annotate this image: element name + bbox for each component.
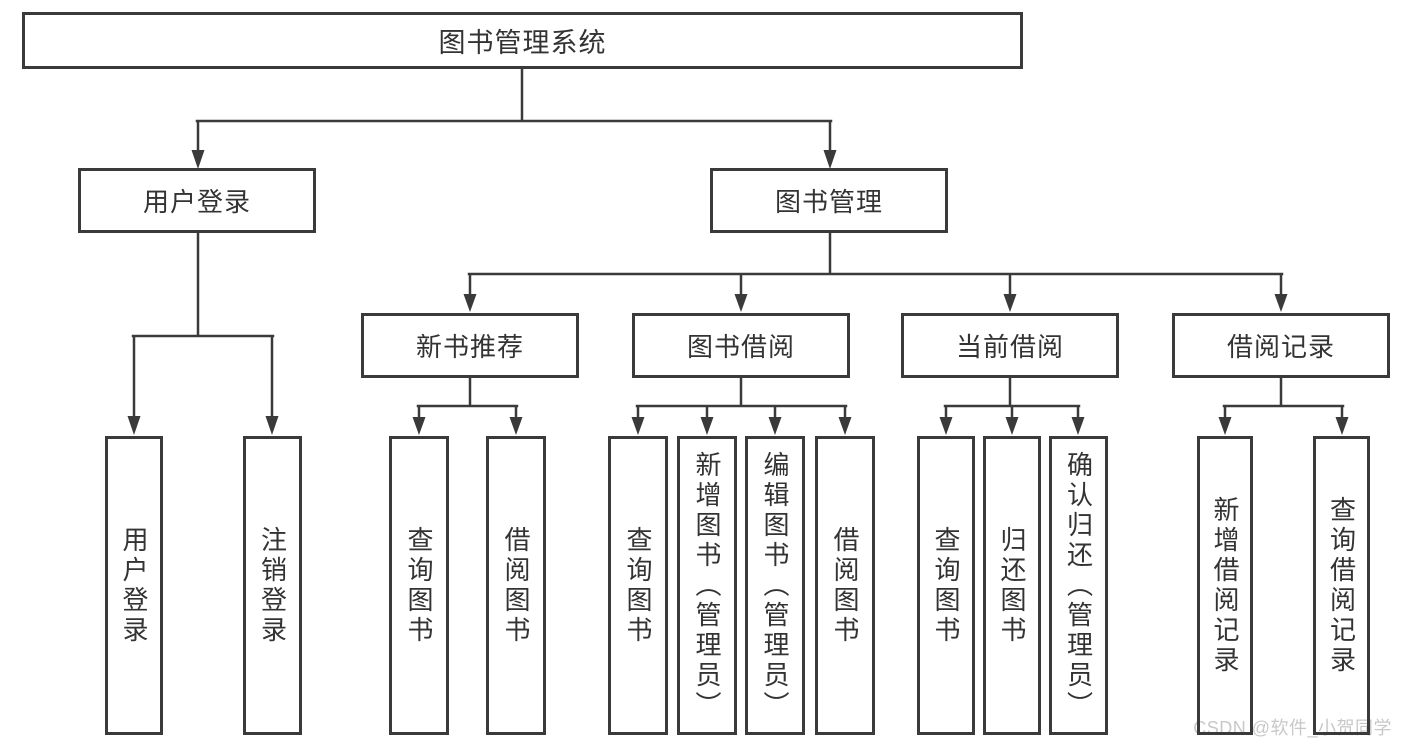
node-label: 借阅记录 (1226, 332, 1335, 362)
node-label: 归还图书 (997, 525, 1027, 646)
leaf-user-login: 用户登录 (105, 436, 163, 735)
connector-user-login-children (127, 231, 279, 435)
connector-book-borrowing-children (631, 376, 852, 435)
watermark: CSDN @软件_小贺同学 (1193, 718, 1392, 738)
leaf-confirm-return-admin: 确认归还（管理员） (1049, 436, 1108, 735)
node-label: 确认归还（管理员） (1063, 450, 1094, 721)
node-library-management-system: 图书管理系统 (22, 12, 1023, 69)
node-label: 新书推荐 (415, 332, 524, 362)
leaf-query-borrow-record: 查询借阅记录 (1313, 436, 1370, 735)
connector-root-to-level2 (191, 66, 837, 169)
leaf-query-books-current: 查询图书 (917, 436, 975, 735)
node-borrowing-records: 借阅记录 (1172, 313, 1390, 378)
node-label: 查询借阅记录 (1326, 495, 1357, 676)
leaf-return-books: 归还图书 (983, 436, 1041, 735)
connector-book-management-children (463, 231, 1288, 312)
node-label: 新增借阅记录 (1210, 495, 1240, 676)
node-label: 图书管理系统 (438, 28, 607, 58)
connector-borrowing-records-children (1218, 376, 1349, 435)
leaf-query-books-recommend: 查询图书 (389, 436, 449, 735)
connector-new-book-recommend-children (412, 376, 523, 435)
connector-current-borrowing-children (939, 376, 1085, 435)
leaf-add-books-admin: 新增图书（管理员） (677, 436, 737, 735)
node-label: 图书借阅 (686, 332, 795, 362)
node-label: 查询图书 (931, 525, 961, 646)
node-label: 新增图书（管理员） (692, 450, 722, 721)
leaf-borrow-books-recommend: 借阅图书 (486, 436, 546, 735)
node-label: 图书管理 (774, 187, 883, 217)
node-label: 查询图书 (623, 525, 653, 646)
leaf-logout: 注销登录 (243, 436, 302, 735)
leaf-borrow-books-borrowing: 借阅图书 (815, 436, 875, 735)
node-label: 用户登录 (142, 187, 251, 217)
node-label: 借阅图书 (501, 525, 531, 646)
node-label: 用户登录 (119, 525, 149, 646)
node-label: 查询图书 (404, 525, 434, 646)
node-label: 编辑图书（管理员） (760, 450, 790, 721)
leaf-add-borrow-record: 新增借阅记录 (1197, 436, 1253, 735)
node-user-login: 用户登录 (78, 168, 316, 233)
node-label: 当前借阅 (955, 332, 1064, 362)
node-book-borrowing: 图书借阅 (632, 313, 850, 378)
node-label: 注销登录 (257, 525, 288, 646)
node-label: 借阅图书 (830, 525, 860, 646)
node-book-management: 图书管理 (710, 168, 948, 233)
leaf-edit-books-admin: 编辑图书（管理员） (745, 436, 805, 735)
node-current-borrowing: 当前借阅 (901, 313, 1119, 378)
node-new-book-recommend: 新书推荐 (361, 313, 579, 378)
leaf-query-books-borrowing: 查询图书 (608, 436, 668, 735)
